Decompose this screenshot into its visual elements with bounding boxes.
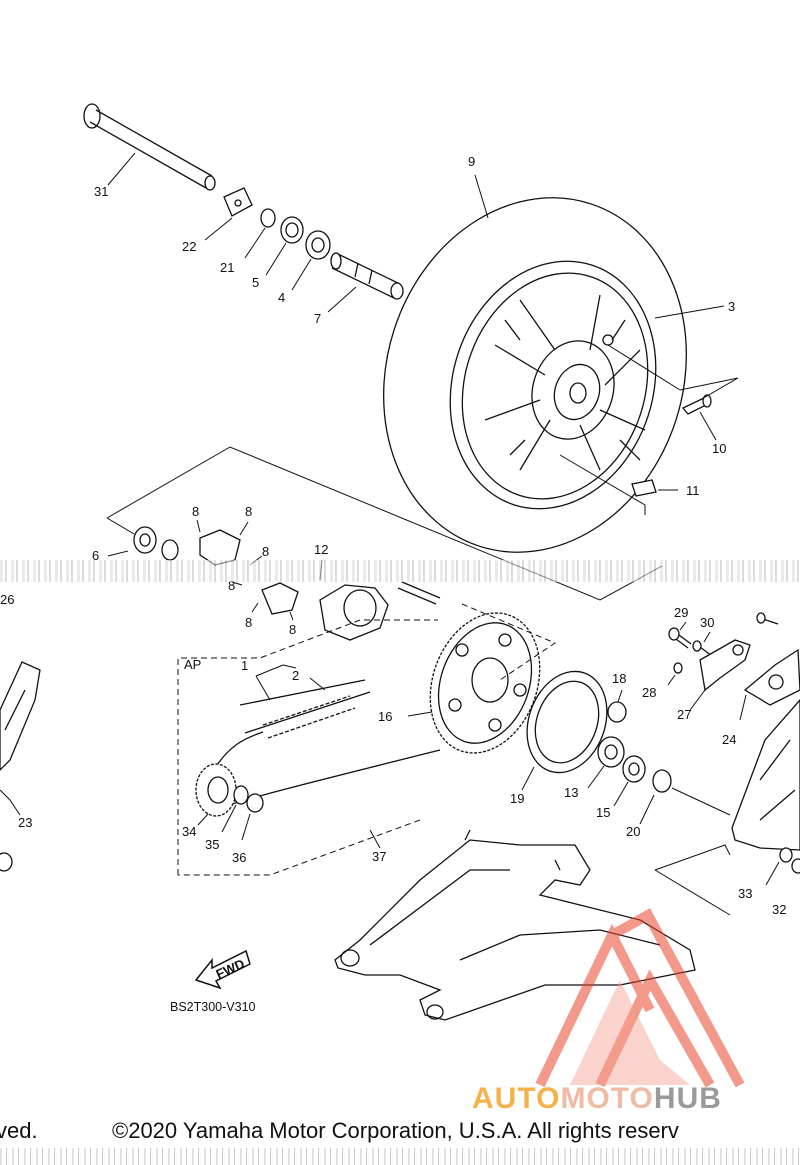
- label-13: 13: [564, 785, 578, 800]
- weight-11: [631, 479, 657, 497]
- label-9: 9: [468, 154, 475, 169]
- sprocket-16: [429, 612, 541, 754]
- label-1: 1: [241, 658, 248, 673]
- bolt-29: [668, 627, 692, 649]
- label-31: 31: [94, 184, 108, 199]
- label-29: 29: [674, 605, 688, 620]
- label-36: 36: [232, 850, 246, 865]
- label-28: 28: [642, 685, 656, 700]
- label-32: 32: [772, 902, 786, 917]
- label-3: 3: [728, 299, 735, 314]
- collar-20: [652, 769, 672, 793]
- label-11: 11: [686, 483, 700, 498]
- label-8f: 8: [289, 622, 296, 637]
- label-5: 5: [252, 275, 259, 290]
- label-8c: 8: [262, 544, 269, 559]
- label-8d: 8: [228, 578, 235, 593]
- bracket-left: [0, 661, 41, 771]
- label-10: 10: [712, 441, 726, 456]
- label-35: 35: [205, 837, 219, 852]
- label-37: 37: [372, 849, 386, 864]
- label-22: 22: [182, 239, 196, 254]
- label-18: 18: [612, 671, 626, 686]
- label-8b: 8: [245, 504, 252, 519]
- valve-10: [681, 394, 712, 415]
- watermark-text: AUTOMOTOHUB: [472, 1082, 722, 1116]
- label-27: 27: [677, 707, 691, 722]
- axle-31: [83, 103, 216, 191]
- label-19: 19: [510, 791, 524, 806]
- chain-1: [214, 679, 441, 811]
- label-ap: AP: [184, 657, 201, 672]
- label-8a: 8: [192, 504, 199, 519]
- label-4: 4: [278, 290, 285, 305]
- rear-wheel: [383, 197, 687, 553]
- copyright-fragment: ved.: [0, 1118, 38, 1143]
- damper-8: [199, 529, 299, 615]
- label-20: 20: [626, 824, 640, 839]
- adjuster-27: [699, 639, 751, 692]
- label-24: 24: [722, 732, 736, 747]
- scan-noise-band: [0, 560, 800, 582]
- nut-36: [246, 793, 264, 813]
- diagram-code: BS2T300-V310: [170, 1000, 256, 1014]
- copyright-text: ©2020 Yamaha Motor Corporation, U.S.A. A…: [112, 1118, 679, 1143]
- hub-clutch-12: [319, 584, 389, 641]
- adjuster-24: [743, 648, 800, 706]
- nut-left: [0, 852, 13, 872]
- label-2: 2: [292, 668, 299, 683]
- fwd-label: FWD: [214, 956, 247, 982]
- label-26: 26: [0, 592, 14, 607]
- washer-28: [673, 662, 683, 674]
- label-16: 16: [378, 709, 392, 724]
- washer-35: [233, 785, 249, 805]
- fwd-arrow-icon: [194, 949, 251, 990]
- label-23: 23: [18, 815, 32, 830]
- watermark-part-2: MOTO: [560, 1082, 654, 1115]
- watermark-part-1: AUTO: [472, 1082, 561, 1115]
- label-33: 33: [738, 886, 752, 901]
- spacer-7: [330, 252, 404, 300]
- label-21: 21: [220, 260, 234, 275]
- label-8e: 8: [245, 615, 252, 630]
- bracket-right: [731, 699, 800, 851]
- washer-33: [779, 847, 793, 863]
- bearing-6: [133, 526, 179, 561]
- bearing-13: [597, 736, 625, 768]
- label-34: 34: [182, 824, 196, 839]
- nut-32: [791, 858, 800, 874]
- label-15: 15: [596, 805, 610, 820]
- label-7: 7: [314, 311, 321, 326]
- watermark-part-3: HUB: [653, 1082, 722, 1115]
- label-12: 12: [314, 542, 328, 557]
- flange-19: [526, 670, 608, 774]
- collar-21: [260, 208, 276, 228]
- bolt-25: [756, 612, 779, 625]
- seal-5: [280, 216, 304, 244]
- bearing-4: [305, 230, 331, 260]
- nut-18: [607, 701, 627, 723]
- bolt-30: [692, 640, 713, 657]
- scan-noise-bottom: [0, 1148, 800, 1165]
- seal-15: [622, 755, 646, 783]
- swingarm: [334, 829, 696, 1021]
- label-6: 6: [92, 548, 99, 563]
- label-30: 30: [700, 615, 714, 630]
- plate-22: [223, 187, 253, 217]
- watermark-logo: [535, 908, 745, 1088]
- drive-sprocket-34: [195, 763, 237, 817]
- watermark-fill: [570, 980, 690, 1085]
